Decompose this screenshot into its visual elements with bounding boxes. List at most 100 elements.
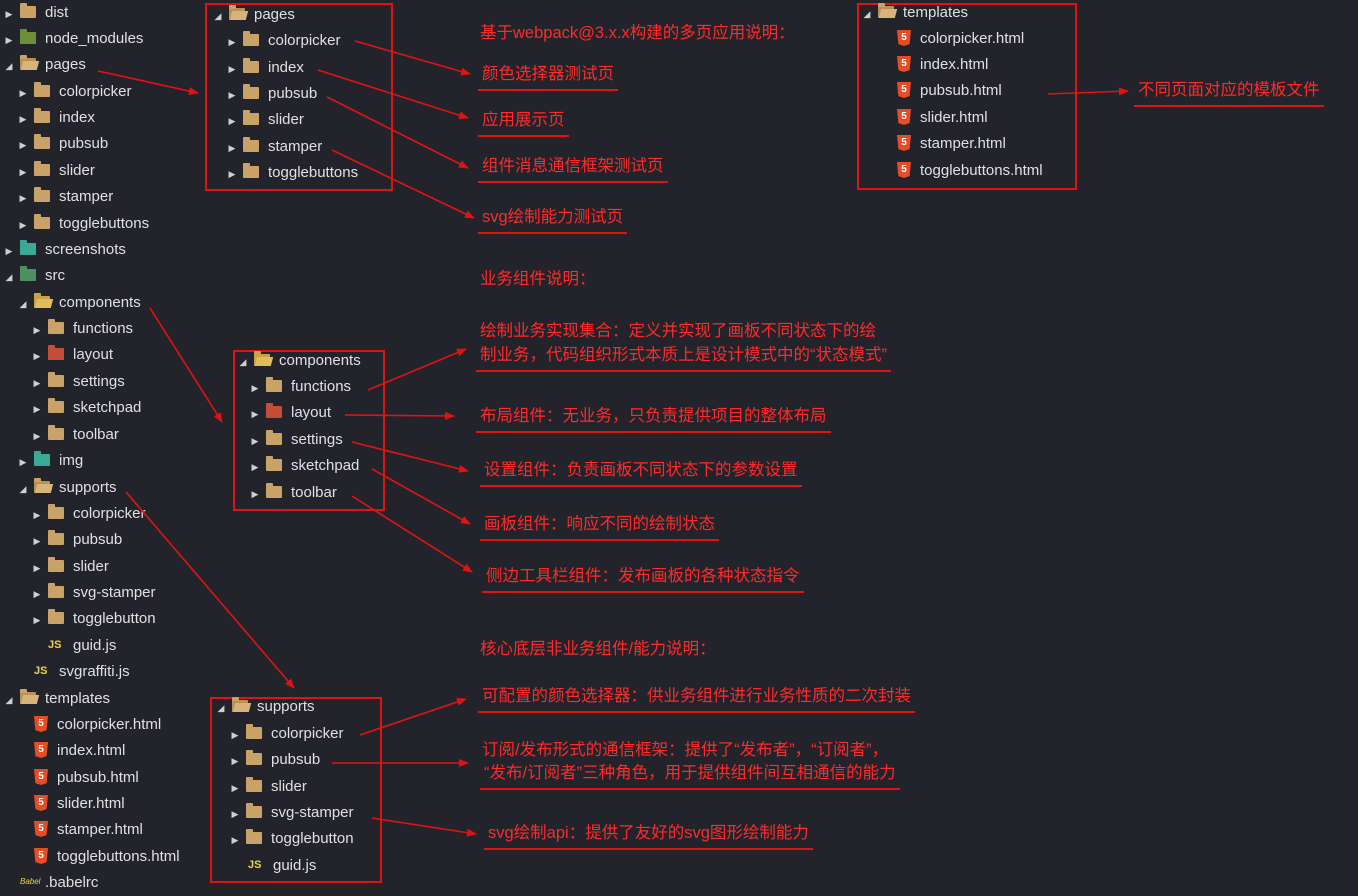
folder-icon [48,530,64,546]
tree-pages-colorpicker[interactable]: ▶colorpicker [18,79,132,105]
expand-arrow-icon[interactable]: ▶ [33,589,41,599]
tree-babelrc[interactable]: Babel.babelrc [20,870,98,896]
folder-icon [246,829,262,845]
component-folder-icon [34,293,50,309]
tree-pages-pubsub[interactable]: ▶pubsub [18,131,108,157]
expand-arrow-icon[interactable]: ▶ [19,193,27,203]
tree-label: pages [45,56,86,73]
expand-arrow-icon[interactable]: ▶ [33,563,41,573]
tree-label: functions [291,378,352,395]
expand-arrow-icon[interactable]: ▶ [5,246,13,256]
expand-arrow-icon: ▶ [228,116,236,126]
expand-arrow-icon[interactable]: ▶ [19,114,27,124]
tree-label: stamper [59,188,114,205]
expand-arrow-icon[interactable]: ▶ [33,378,41,388]
tree-toolbar[interactable]: ▶toolbar [32,422,119,448]
tree-img[interactable]: ▶img [18,448,83,474]
note-functions-line1: 绘制业务实现集合：定义并实现了画板不同状态下的绘 [480,322,876,340]
tree-pages[interactable]: ◢ pages [4,52,86,78]
tree-label: svgraffiti.js [59,663,130,680]
tree-templates[interactable]: ◢templates [4,686,110,712]
tree-label: .babelrc [45,874,99,891]
collapse-arrow-icon[interactable]: ◢ [19,484,27,494]
folder-icon [34,214,50,230]
expand-arrow-icon[interactable]: ▶ [5,9,13,19]
tree-supports-svg-stamper[interactable]: ▶ svg-stamper [32,580,156,606]
tree-label: svg-stamper [73,584,156,601]
tree-label: src [45,267,65,284]
folder-icon [266,430,282,446]
expand-arrow-icon[interactable]: ▶ [19,457,27,467]
folder-icon [48,425,64,441]
tree-screenshots[interactable]: ▶screenshots [4,237,126,263]
expand-arrow-icon[interactable]: ▶ [33,431,41,441]
tree-pages-stamper[interactable]: ▶ stamper [18,184,113,210]
tree-pages-slider[interactable]: ▶slider [18,158,95,184]
note-pubsub-line1: 订阅/发布形式的通信框架：提供了“发布者”，“订阅者”， [482,741,889,759]
note-layout: 布局组件：无业务，只负责提供项目的整体布局 [476,403,831,433]
expand-arrow-icon: ▶ [251,383,259,393]
html5-file-icon: 5 [34,795,48,812]
tree-label: components [279,352,361,369]
expand-arrow-icon[interactable]: ▶ [19,88,27,98]
expand-arrow-icon: ▶ [228,90,236,100]
supports-callout-box [210,697,382,883]
tree-label: slider.html [920,109,988,126]
tree-src[interactable]: ◢ src [4,263,65,289]
tree-supports-slider[interactable]: ▶slider [32,554,109,580]
heading-supports-note: 核心底层非业务组件/能力说明： [480,640,716,658]
expand-arrow-icon[interactable]: ▶ [33,325,41,335]
tree-label: togglebuttons [268,164,359,181]
layout-folder-icon [266,403,282,419]
expand-arrow-icon[interactable]: ▶ [19,167,27,177]
tree-node-modules[interactable]: ▶ node_modules [4,26,143,52]
tree-supports-togglebutton[interactable]: ▶togglebutton [32,606,156,632]
tree-sketchpad[interactable]: ▶sketchpad [32,395,141,421]
heading-pages-note: 基于webpack@3.x.x构建的多页应用说明： [480,24,795,42]
expand-arrow-icon[interactable]: ▶ [33,615,41,625]
tree-label: settings [291,431,343,448]
expand-arrow-icon[interactable]: ▶ [19,140,27,150]
heading-components-note: 业务组件说明： [480,270,596,288]
tree-label: pubsub [271,751,321,768]
arrow-settings [351,441,469,473]
tree-supports-colorpicker[interactable]: ▶colorpicker [32,501,146,527]
folder-icon [48,319,64,335]
arrow-supports [125,491,295,689]
arrow-components [149,307,223,423]
tree-supports-pubsub[interactable]: ▶pubsub [32,527,122,553]
tree-pages-togglebuttons[interactable]: ▶togglebuttons [18,211,149,237]
tree-functions[interactable]: ▶functions [32,316,133,342]
note-functions-line2: 制业务，代码组织形式本质上是设计模式中的“状态模式” [476,342,891,372]
collapse-arrow-icon[interactable]: ◢ [5,61,13,71]
collapse-arrow-icon[interactable]: ◢ [19,299,27,309]
expand-arrow-icon[interactable]: ▶ [33,351,41,361]
collapse-arrow-icon[interactable]: ◢ [5,272,13,282]
tree-settings[interactable]: ▶settings [32,369,125,395]
collapse-arrow-icon[interactable]: ◢ [5,695,13,705]
tree-label: node_modules [45,30,144,47]
expand-arrow-icon[interactable]: ▶ [19,220,27,230]
tree-pages-index[interactable]: ▶index [18,105,95,131]
callout-pages: ◢pages [213,2,295,28]
expand-arrow-icon[interactable]: ▶ [33,536,41,546]
arrow-toolbar [351,495,473,573]
expand-arrow-icon[interactable]: ▶ [33,510,41,520]
tree-components[interactable]: ◢components [18,290,141,316]
expand-arrow-icon[interactable]: ▶ [33,404,41,414]
tree-dist[interactable]: ▶dist [4,0,68,26]
tree-supports[interactable]: ◢supports [18,475,117,501]
tree-layout[interactable]: ▶layout [32,342,113,368]
folder-open-icon [232,697,248,713]
expand-arrow-icon[interactable]: ▶ [5,35,13,45]
callout-pages-togglebuttons: ▶togglebuttons [227,160,358,186]
